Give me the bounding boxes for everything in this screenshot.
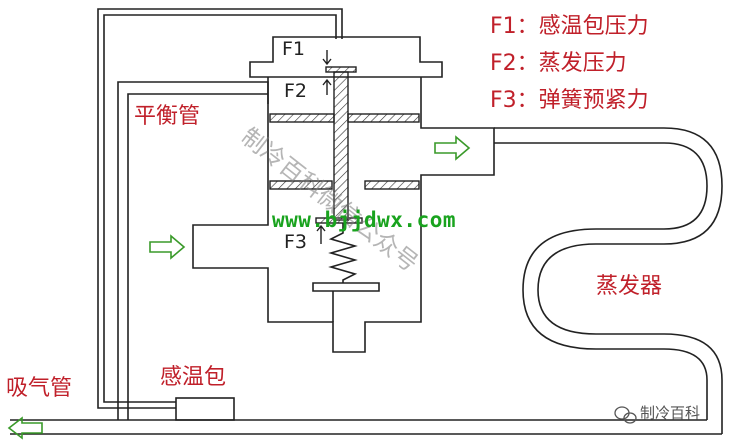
suction-pipe-label: 吸气管 [6, 376, 73, 401]
needle-plate [315, 217, 363, 224]
valve-seat-right [364, 180, 420, 190]
f2-label: F2 [284, 80, 308, 102]
spring [328, 223, 358, 283]
brand-name: 制冷百科 [640, 404, 701, 422]
diaphragm-head [249, 36, 443, 78]
suction-flow-arrow [7, 416, 43, 440]
upper-partition-right [347, 113, 420, 123]
f1-label: F1 [282, 38, 306, 60]
watermark-url: www.bjjdwx.com [272, 208, 457, 232]
capillary-tube [97, 8, 343, 409]
legend-f1: F1：感温包压力 [490, 14, 649, 39]
evaporator-label: 蒸发器 [596, 274, 663, 299]
wechat-icon [614, 406, 637, 424]
balance-pipe-label: 平衡管 [134, 104, 201, 129]
legend-f3: F3：弹簧预紧力 [490, 88, 649, 113]
inlet-flow-arrow [149, 234, 186, 260]
f2-arrow [322, 78, 332, 95]
evaporator-coil-outer [494, 127, 723, 434]
spring-seat [312, 282, 380, 292]
outlet-flow-arrow [434, 135, 471, 161]
evaporator-coil-inner [494, 142, 708, 420]
sensing-bulb-box [175, 397, 235, 421]
balance-pipe-inner [127, 93, 268, 420]
f1-arrow [322, 50, 332, 66]
legend-f2: F2：蒸发压力 [490, 51, 627, 76]
f3-arrow [316, 224, 326, 244]
diaphragm-plate [325, 66, 357, 73]
valve-body [192, 77, 495, 353]
valve-seat-left [269, 180, 333, 190]
sensing-bulb-label: 感温包 [160, 365, 227, 390]
f3-label: F3 [284, 231, 308, 253]
upper-partition-left [269, 113, 335, 123]
suction-pipe [10, 419, 722, 435]
